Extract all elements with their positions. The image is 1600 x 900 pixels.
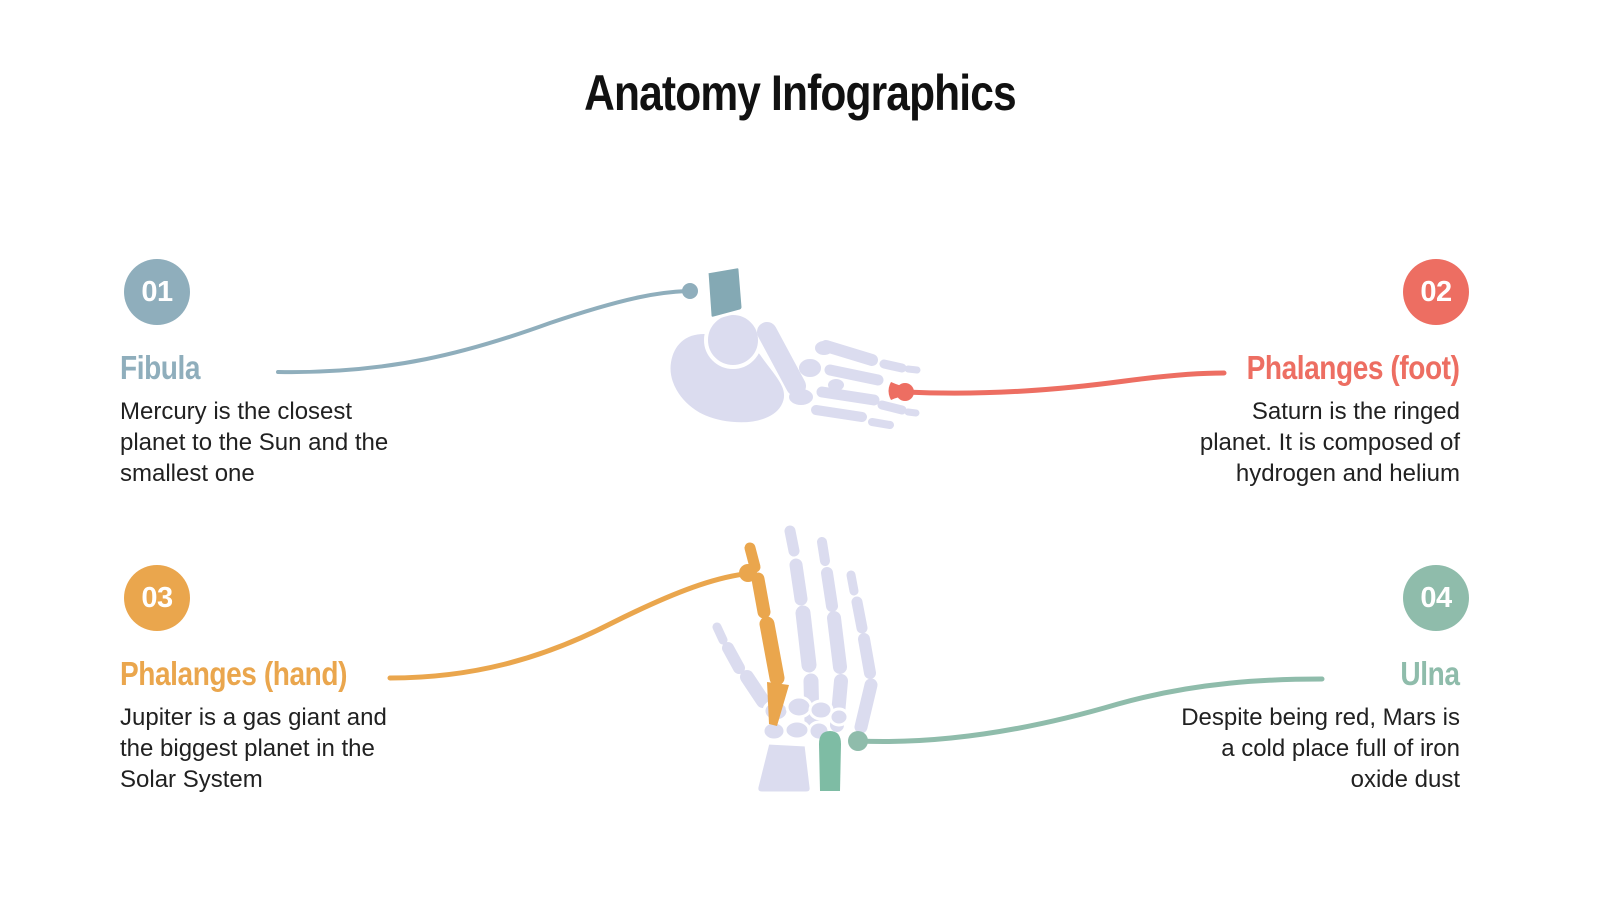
item-title-fibula: Fibula (120, 349, 201, 386)
ring-finger-bone (817, 537, 830, 566)
info-item-ulna: 04 Ulna Despite being red, Mars is a col… (1175, 565, 1469, 795)
item-title-phalanges-foot: Phalanges (foot) (1247, 349, 1460, 386)
navicular-bone (757, 322, 806, 396)
highlighted-index-phalanx-bone (751, 572, 771, 619)
connector-dot-fibula (682, 283, 698, 299)
item-title-phalanges-hand: Phalanges (hand) (120, 655, 347, 692)
highlighted-index-metacarpal-bone (767, 682, 789, 726)
toe-bone (879, 359, 907, 373)
middle-finger-bone (784, 525, 800, 557)
carpal-bone (828, 707, 850, 727)
pinky-finger-bone (851, 596, 868, 634)
metatarsal-bone (824, 364, 884, 386)
toe-bone (904, 365, 921, 374)
toe-bone (877, 400, 907, 415)
metatarsal-bone (811, 405, 867, 422)
ring-finger-bone (821, 567, 838, 612)
foot-skeleton-icon (666, 265, 921, 429)
connector-dot-ulna (848, 731, 868, 751)
thumb-bone (712, 622, 728, 645)
page-title: Anatomy Infographics (584, 65, 1017, 121)
info-item-fibula: 01 Fibula Mercury is the closest planet … (120, 259, 415, 489)
highlighted-index-phalanx-bone (759, 616, 785, 686)
item-description: Mercury is the closest planet to the Sun… (120, 398, 389, 487)
thumb-bone (722, 642, 745, 674)
pinky-finger-bone (858, 633, 876, 679)
highlighted-ulna-bone (819, 731, 841, 791)
step-badge-03: 03 (124, 565, 190, 631)
info-item-phalanges-hand: 03 Phalanges (hand) Jupiter is a gas gia… (120, 565, 415, 795)
metatarsal-bone (820, 340, 878, 366)
connector-line-phalanges-hand (387, 571, 747, 681)
highlighted-index-phalanx-bone (744, 542, 761, 573)
item-title-ulna: Ulna (1400, 655, 1461, 692)
connector-line-fibula (276, 289, 689, 375)
connector-line-phalanges-foot (902, 370, 1227, 396)
radius-bone (755, 741, 813, 795)
step-badge-01: 01 (124, 259, 190, 325)
highlighted-fibula-bone (705, 265, 745, 320)
item-description: Despite being red, Mars is a cold place … (1181, 704, 1460, 793)
hand-skeleton-icon (712, 525, 878, 795)
item-description: Saturn is the ringed planet. It is compo… (1199, 398, 1460, 487)
step-badge-02: 02 (1403, 259, 1469, 325)
connector-line-ulna (855, 676, 1325, 745)
info-item-phalanges-foot: 02 Phalanges (foot) Saturn is the ringed… (1175, 259, 1469, 489)
metatarsal-bone (816, 386, 880, 406)
ring-finger-bone (827, 611, 847, 674)
connector-dot-phalanges-foot (896, 383, 914, 401)
middle-finger-bone (789, 558, 808, 606)
connector-dot-phalanges-hand (739, 564, 757, 582)
toe-bone (904, 408, 920, 417)
step-badge-04: 04 (1403, 565, 1469, 631)
toe-bone (868, 418, 894, 429)
metacarpal-bone (854, 678, 878, 734)
thumb-metacarpal-bone (740, 670, 770, 708)
item-description: Jupiter is a gas giant and the biggest p… (120, 704, 387, 793)
pinky-finger-bone (846, 570, 859, 596)
middle-finger-bone (795, 605, 817, 673)
